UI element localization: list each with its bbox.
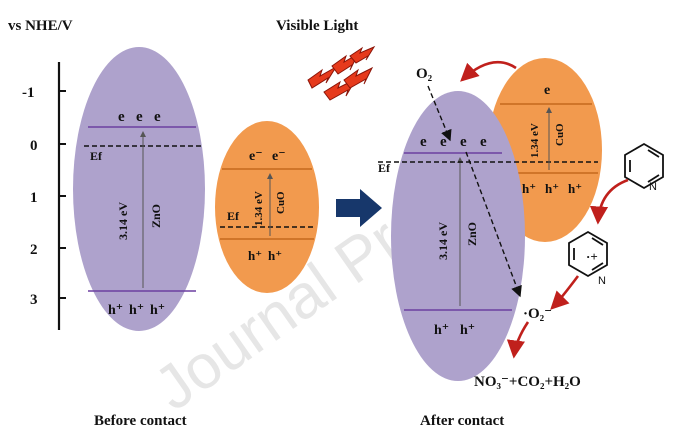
zno-to-superoxide-arrow <box>465 151 522 298</box>
after-zno-h1: h⁺ <box>434 323 449 338</box>
pyridine-radical-charge: ·+ <box>586 249 598 264</box>
before-cuo-ellipse-group <box>215 121 319 293</box>
axis-tick-label-neg1: -1 <box>22 85 35 101</box>
radical-to-superoxide-arrow <box>550 275 580 310</box>
after-zno-e4: e <box>480 134 487 150</box>
before-zno-ellipse-group <box>73 47 205 331</box>
after-fermi-label: Ef <box>378 161 391 175</box>
before-fermi-label: Ef <box>90 149 103 163</box>
transfer-arrow-icon <box>336 189 382 227</box>
cuo-to-oxygen-arrow <box>460 60 517 82</box>
before-zno-e2: e <box>136 109 143 125</box>
after-zno-ellipse-group <box>391 91 525 381</box>
after-cuo-h3: h⁺ <box>568 181 582 196</box>
pyridine-radical-nitrogen-label: N <box>598 275 606 287</box>
before-zno-h2: h⁺ <box>129 303 144 318</box>
after-zno-e2: e <box>440 134 447 150</box>
superoxide-to-products-arrow <box>506 321 530 359</box>
before-cuo-e1: e⁻ <box>249 149 263 164</box>
before-cuo-fermi-label: Ef <box>227 209 240 223</box>
after-cuo-gap-label: 1.34 eV <box>529 123 541 158</box>
pyridine-radical-icon <box>568 230 608 278</box>
oxygen-label: O₂ <box>416 66 433 82</box>
axis-ticks <box>59 90 66 299</box>
before-cuo-name: CuO <box>275 191 287 214</box>
after-cuo-name: CuO <box>554 123 566 146</box>
before-zno-gap-label: 3.14 eV <box>116 202 130 240</box>
after-zno-h2: h⁺ <box>460 323 475 338</box>
after-contact-caption: After contact <box>420 413 504 429</box>
before-contact-caption: Before contact <box>94 413 187 429</box>
before-cuo-gap-label: 1.34 eV <box>253 191 265 226</box>
before-cuo-ellipse <box>215 121 319 293</box>
after-zno-gap-label: 3.14 eV <box>436 222 450 260</box>
before-zno-e1: e <box>118 109 125 125</box>
oxygen-to-zno-arrow <box>427 85 452 142</box>
pyridine-nitrogen-label: N <box>649 181 657 193</box>
before-zno-name: ZnO <box>149 204 163 228</box>
axis-tick-label-2: 2 <box>30 242 38 258</box>
pyridine-icon <box>624 142 664 190</box>
axis-title: vs NHE/V <box>8 18 73 34</box>
superoxide-label: ·O₂⁻ <box>523 306 552 322</box>
after-cuo-h2: h⁺ <box>545 181 559 196</box>
after-zno-name: ZnO <box>465 222 479 246</box>
after-zno-e3: e <box>460 134 467 150</box>
axis-tick-label-1: 1 <box>30 190 38 206</box>
light-bolt-icon <box>307 45 376 101</box>
after-cuo-h1: h⁺ <box>522 181 536 196</box>
products-label: NO₃⁻+CO₂+H₂O <box>474 374 581 390</box>
pyridine-to-radical-arrow <box>589 178 629 225</box>
before-zno-h1: h⁺ <box>108 303 123 318</box>
after-cuo-e: e <box>544 83 550 98</box>
visible-light-label: Visible Light <box>276 18 358 34</box>
before-zno-ellipse <box>73 47 205 331</box>
before-cuo-e2: e⁻ <box>272 149 286 164</box>
before-cuo-h1: h⁺ <box>248 248 262 263</box>
before-zno-h3: h⁺ <box>150 303 165 318</box>
axis-tick-label-3: 3 <box>30 292 38 308</box>
axis-tick-label-0: 0 <box>30 138 38 154</box>
after-zno-ellipse <box>391 91 525 381</box>
before-zno-e3: e <box>154 109 161 125</box>
before-cuo-h2: h⁺ <box>268 248 282 263</box>
after-zno-e1: e <box>420 134 427 150</box>
